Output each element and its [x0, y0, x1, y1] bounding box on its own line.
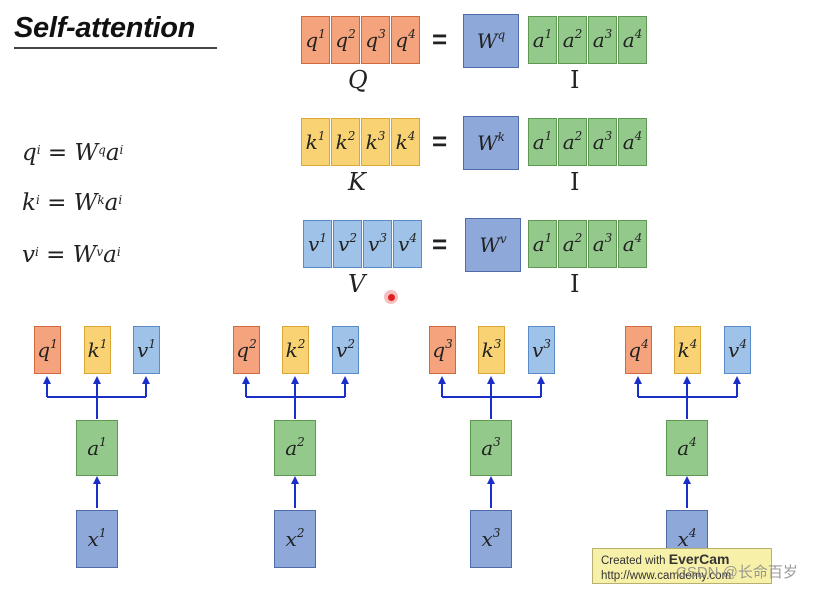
matrix-input-label: I	[570, 168, 580, 196]
matrix-v-label: V	[348, 270, 366, 298]
title-underline	[14, 47, 217, 49]
equation-v: vi = Wvai	[22, 242, 121, 268]
equals-sign: =	[432, 24, 448, 54]
pointer-dot	[384, 290, 398, 304]
equation-k: ki = Wkai	[22, 190, 123, 216]
equation-q: qi = Wqai	[22, 140, 124, 166]
equals-sign: =	[432, 126, 448, 156]
matrix-input-label: I	[570, 270, 580, 298]
equals-sign: =	[432, 229, 448, 259]
matrix-input-label: I	[570, 66, 580, 94]
matrix-q-label: Q	[348, 66, 368, 94]
slide-title: Self-attention	[14, 12, 196, 44]
matrix-k-label: K	[348, 168, 366, 196]
evercam-watermark: Created with EverCam http://www.camdemy.…	[592, 548, 772, 584]
csdn-watermark: CSDN @长命百岁⁠	[676, 564, 798, 581]
